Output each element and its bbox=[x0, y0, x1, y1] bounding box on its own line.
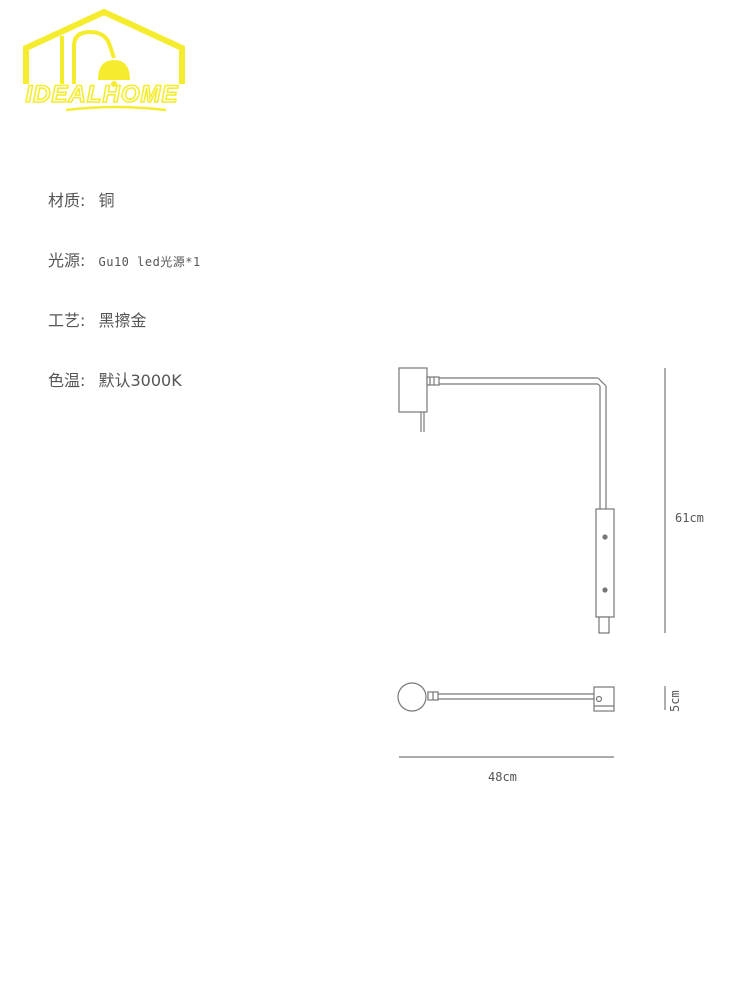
arm-joint bbox=[426, 376, 440, 386]
lamp-body bbox=[595, 508, 615, 618]
spec-value: 铜 bbox=[98, 191, 115, 210]
spec-finish: 工艺: 黑擦金 bbox=[48, 307, 147, 331]
house-outline-icon bbox=[23, 8, 185, 84]
spec-label: 材质: bbox=[48, 191, 86, 210]
width-dimension-label: 48cm bbox=[488, 770, 517, 784]
spec-color-temperature: 色温: 默认3000K bbox=[48, 367, 182, 391]
spec-material: 材质: 铜 bbox=[48, 187, 115, 211]
spec-value: 默认3000K bbox=[98, 371, 182, 390]
height-dimension-label: 61cm bbox=[675, 511, 704, 525]
top-view-mount bbox=[593, 686, 615, 712]
round-end bbox=[397, 682, 427, 712]
spec-label: 工艺: bbox=[48, 311, 86, 330]
spec-value: Gu10 led光源*1 bbox=[98, 255, 201, 269]
spec-label: 色温: bbox=[48, 371, 86, 390]
brand-logo: IDEALHOME bbox=[23, 8, 185, 112]
spec-light-source: 光源: Gu10 led光源*1 bbox=[48, 247, 201, 271]
lamp-icon bbox=[98, 60, 130, 80]
logo-text: IDEALHOME bbox=[26, 81, 179, 108]
wall-mount-plate bbox=[398, 367, 428, 413]
spec-label: 光源: bbox=[48, 251, 86, 270]
spec-value: 黑擦金 bbox=[98, 311, 147, 330]
depth-dimension-label: 5cm bbox=[668, 690, 682, 712]
